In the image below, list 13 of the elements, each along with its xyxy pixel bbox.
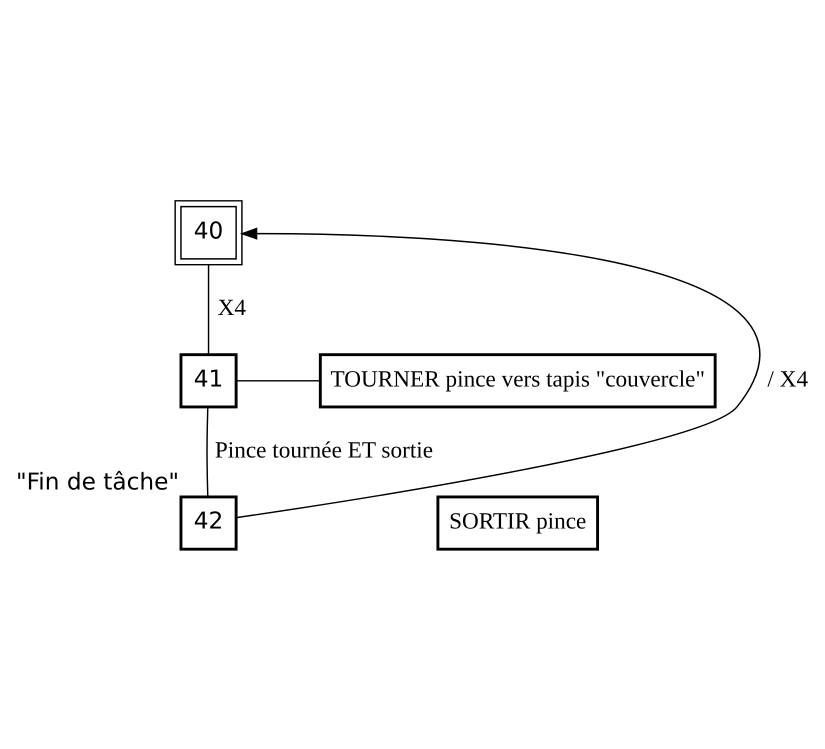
node-box: 41 [180, 352, 238, 408]
arrow [236, 227, 758, 518]
node-label: "Fin de tâche" [16, 468, 180, 495]
node-box: 40 [174, 200, 243, 265]
edge-label: / X4 [767, 366, 808, 392]
connector [208, 264, 210, 354]
node-box: 42 [180, 494, 238, 550]
connector [206, 406, 208, 496]
node-box: TOURNER pince vers tapis "couvercle" [318, 352, 717, 408]
connector [236, 380, 320, 382]
edge-label: X4 [218, 294, 246, 321]
node-box: SORTIR pince [436, 494, 600, 550]
edge-label: Pince tournée ET sortie [214, 436, 434, 463]
